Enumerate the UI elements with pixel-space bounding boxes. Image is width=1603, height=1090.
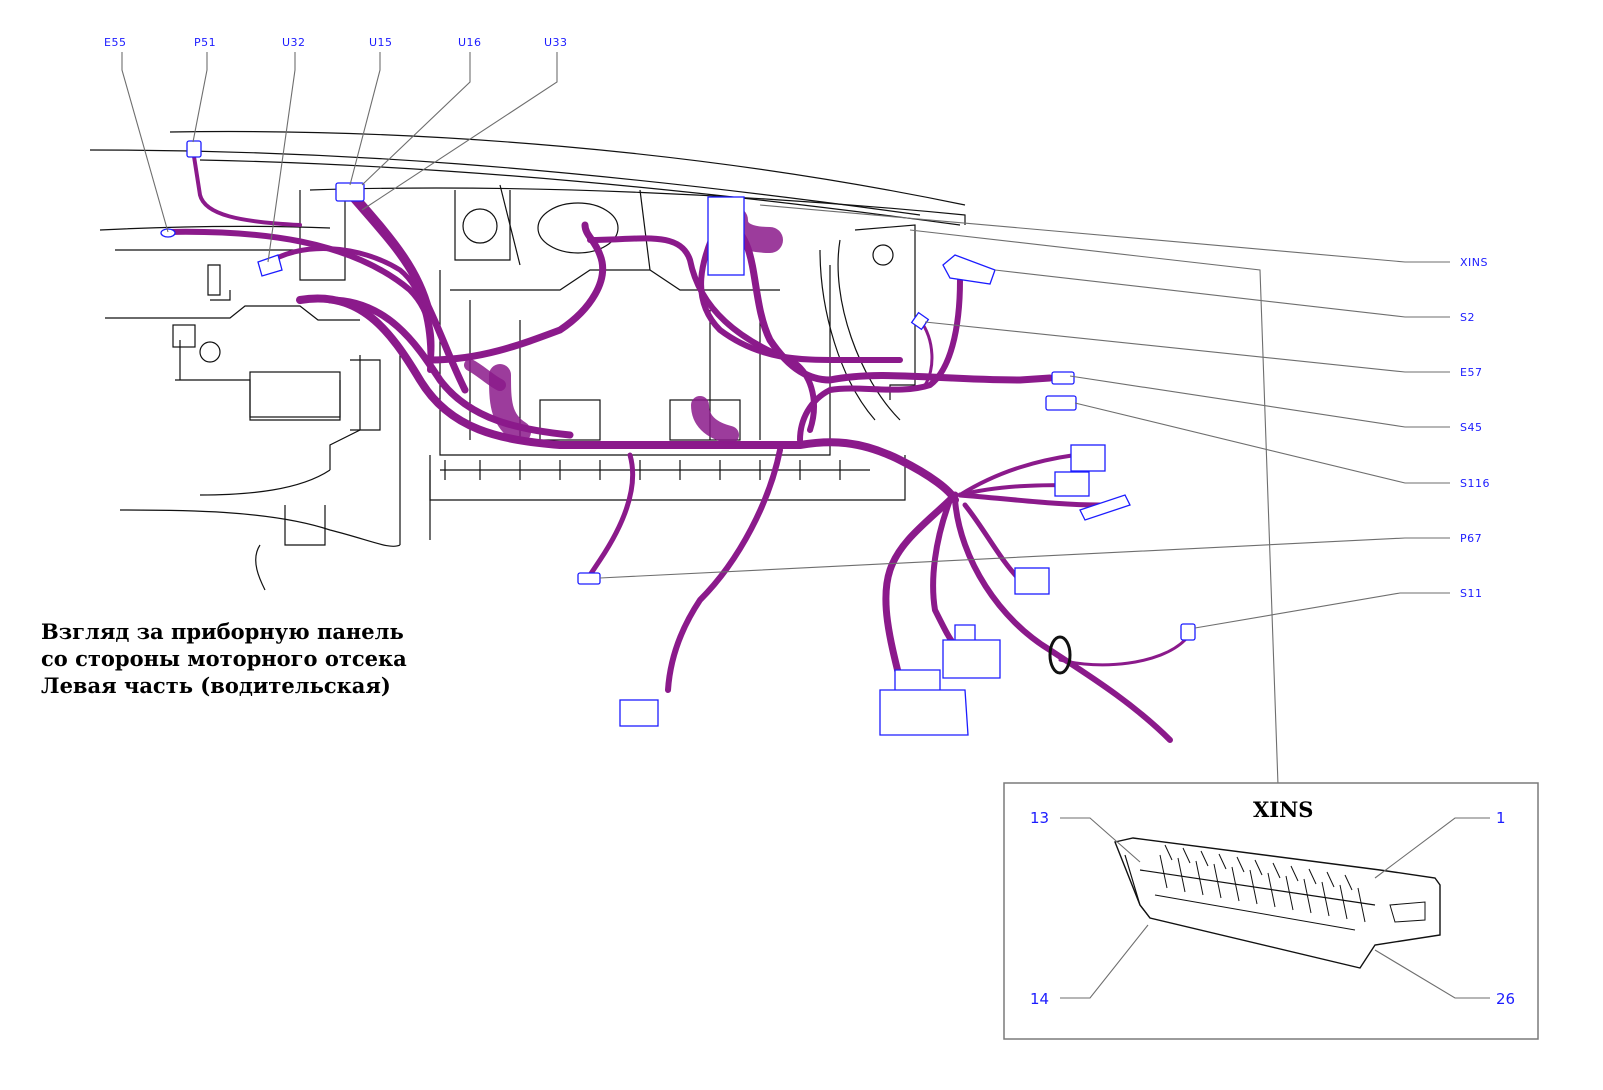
label-u33: U33 <box>544 36 568 49</box>
connector-u32 <box>257 254 283 277</box>
pin-1: 1 <box>1496 809 1506 827</box>
connector-a <box>1070 444 1106 472</box>
connectors <box>160 140 1196 736</box>
connector-g <box>879 669 969 736</box>
right-labels: XINS S2 E57 S45 S116 P67 S11 <box>1460 256 1490 600</box>
label-u32: U32 <box>282 36 306 49</box>
connector-d <box>1014 567 1050 595</box>
connector-p51 <box>186 140 202 158</box>
connector-c <box>1079 494 1131 521</box>
label-p51: P51 <box>194 36 216 49</box>
leader-lines <box>121 52 1450 786</box>
connector-s116 <box>1045 395 1077 411</box>
connector-u15 <box>335 182 365 202</box>
caption-line-3: Левая часть (водительская) <box>41 673 391 698</box>
connector-s11 <box>1180 623 1196 641</box>
label-u16: U16 <box>458 36 482 49</box>
connector-e55 <box>160 228 176 238</box>
connector-b <box>1054 471 1090 497</box>
caption-line-1: Взгляд за приборную панель <box>41 619 404 644</box>
connector-s2 <box>942 254 996 285</box>
grommet <box>1048 635 1072 675</box>
inset-title: XINS <box>1253 797 1313 822</box>
label-s116: S116 <box>1460 477 1490 490</box>
top-labels: E55 P51 U32 U15 U16 U33 <box>104 36 568 49</box>
label-p67: P67 <box>1460 532 1482 545</box>
wiring-harness <box>162 148 1187 743</box>
label-e57: E57 <box>1460 366 1482 379</box>
connector-xins <box>707 196 745 276</box>
caption: Взгляд за приборную панель со стороны мо… <box>41 618 407 699</box>
xins-connector-drawing <box>1114 837 1441 969</box>
label-e55: E55 <box>104 36 126 49</box>
connector-f <box>942 624 1001 679</box>
label-s45: S45 <box>1460 421 1482 434</box>
connector-s45 <box>1051 371 1075 385</box>
label-u15: U15 <box>369 36 393 49</box>
connector-e <box>619 699 659 727</box>
connector-p67 <box>577 572 601 585</box>
label-s11: S11 <box>1460 587 1482 600</box>
connector-e57 <box>910 311 930 331</box>
label-s2: S2 <box>1460 311 1475 324</box>
pin-26: 26 <box>1496 990 1515 1008</box>
xins-inset: XINS 13 1 14 26 <box>1003 782 1539 1040</box>
caption-line-2: со стороны моторного отсека <box>41 646 407 671</box>
label-xins: XINS <box>1460 256 1488 269</box>
pin-13: 13 <box>1030 809 1049 827</box>
pin-14: 14 <box>1030 990 1049 1008</box>
